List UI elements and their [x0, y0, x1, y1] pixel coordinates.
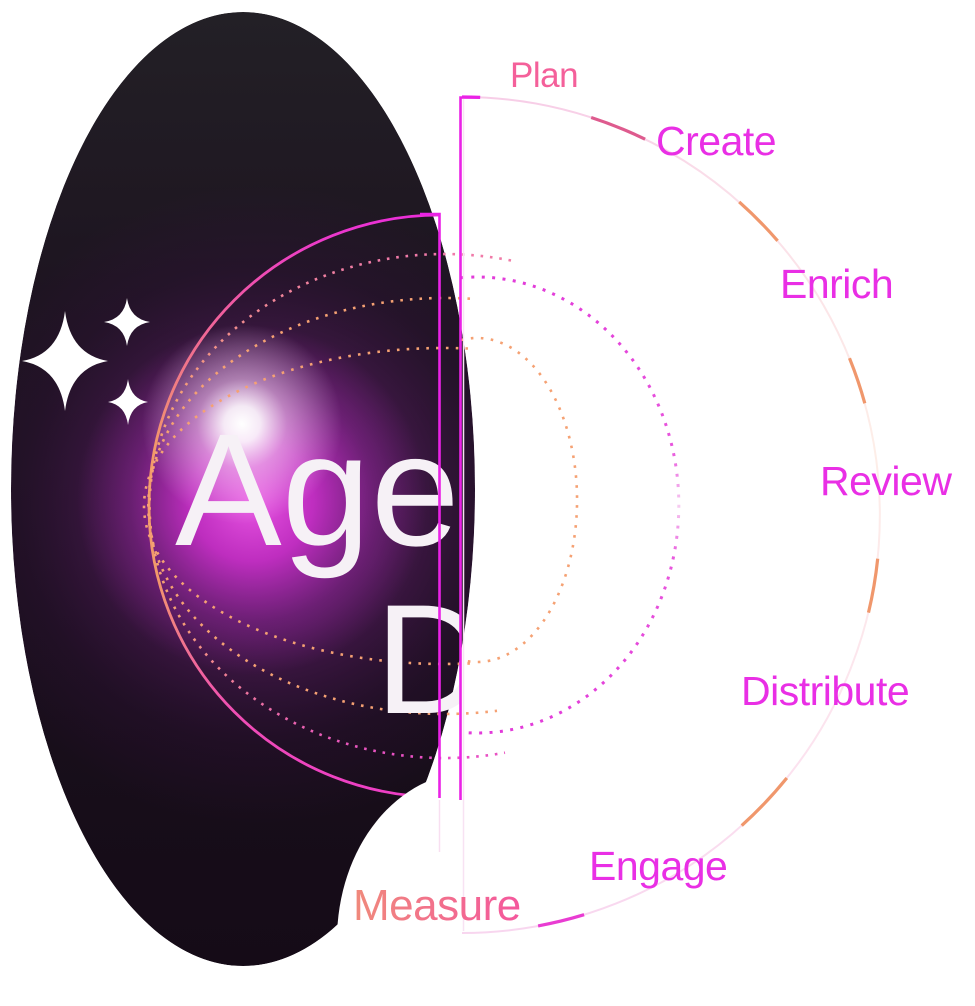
arc-segment-plan-create [590, 115, 646, 141]
arc-segment-engage-measure [537, 913, 585, 928]
arc-segment-distribute-engage [740, 776, 789, 827]
sparkle-icon-large [22, 311, 108, 411]
arc-segment-review-distribute [866, 558, 880, 613]
dotted-arc-magenta [460, 275, 681, 735]
white-cutout [337, 772, 607, 1006]
stage-label-enrich: Enrich [780, 261, 894, 307]
stage-label-review: Review [820, 458, 952, 504]
frame-corner-inner [420, 212, 441, 798]
arc-segment-create-enrich [738, 200, 779, 242]
stage-label-measure: Measure [353, 881, 521, 930]
lifecycle-ring [461, 96, 881, 934]
stage-label-create: Create [656, 118, 777, 164]
arc-segment-enrich-review [848, 357, 867, 404]
wordmark-line1: Age [175, 400, 460, 579]
wordmark: Age D [175, 400, 488, 747]
nebula-ellipse [11, 12, 475, 966]
stage-label-engage: Engage [589, 843, 728, 889]
dotted-orbit-inner [142, 346, 471, 666]
stage-label-distribute: Distribute [741, 668, 910, 714]
sparkle-icon-small [108, 379, 148, 425]
stage-label-plan: Plan [510, 56, 579, 95]
nebula-white-glow [130, 315, 360, 545]
sparkle-group [22, 298, 150, 425]
wordmark-line2: D [375, 573, 488, 747]
dotted-orbit-middle [147, 296, 498, 716]
sparkle-icon-medium [104, 298, 150, 346]
dotted-arc-orange [460, 336, 579, 664]
frame-corner-outer [459, 96, 479, 800]
